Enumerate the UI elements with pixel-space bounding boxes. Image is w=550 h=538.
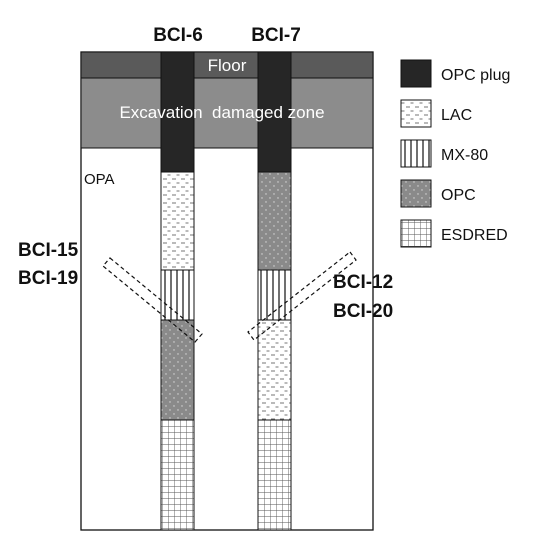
legend-item-mx80: MX-80 — [400, 139, 488, 168]
inclined-right-label-1: BCI-12 — [333, 272, 393, 293]
edz-label: Excavation damaged zone — [119, 103, 324, 122]
legend-swatch-lac — [400, 99, 432, 128]
borehole-bci-6 — [160, 51, 195, 531]
legend-item-esdred: ESDRED — [400, 219, 508, 248]
bci6-esdred — [160, 419, 195, 531]
bci7-lac — [257, 319, 292, 421]
legend-label-mx80: MX-80 — [441, 147, 488, 164]
legend-item-opc: OPC — [400, 179, 476, 208]
legend-swatch-esdred — [400, 219, 432, 248]
bci6-mx80 — [160, 269, 195, 321]
legend: OPC plug LAC MX-80 OPC ESDRED — [400, 59, 510, 248]
legend-swatch-opc-plug — [400, 59, 432, 88]
bci6-opc — [160, 319, 195, 421]
bci7-mx80 — [257, 269, 292, 321]
bci6-opc-plug — [160, 51, 195, 173]
inclined-left-label-1: BCI-15 — [18, 240, 79, 261]
floor-label: Floor — [208, 56, 247, 75]
legend-item-lac: LAC — [400, 99, 472, 128]
host-rock-label: OPA — [84, 171, 115, 188]
borehole-bci-7 — [257, 51, 292, 531]
inclined-borehole-left — [102, 257, 203, 343]
inclined-borehole-right — [247, 251, 357, 341]
legend-swatch-mx80 — [400, 139, 432, 168]
bci7-esdred — [257, 419, 292, 531]
inclined-left-label-2: BCI-19 — [18, 268, 78, 289]
floor-layer — [80, 51, 374, 79]
legend-label-opc-plug: OPC plug — [441, 67, 510, 84]
legend-item-opc-plug: OPC plug — [400, 59, 510, 88]
legend-label-esdred: ESDRED — [441, 227, 508, 244]
edz-layer — [80, 77, 374, 149]
borehole-bci-6-title: BCI-6 — [153, 25, 203, 46]
borehole-bci-7-title: BCI-7 — [251, 25, 301, 46]
bci6-lac — [160, 171, 195, 271]
legend-label-lac: LAC — [441, 107, 472, 124]
legend-label-opc: OPC — [441, 187, 476, 204]
bci7-opc — [257, 171, 292, 271]
legend-swatch-opc — [400, 179, 432, 208]
inclined-right-label-2: BCI-20 — [333, 301, 393, 322]
